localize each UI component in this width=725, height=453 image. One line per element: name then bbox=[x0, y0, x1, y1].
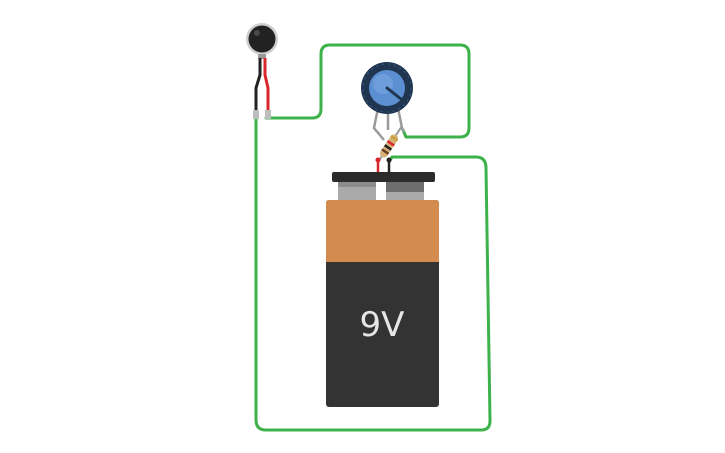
resistor-band-4 bbox=[390, 135, 399, 142]
battery-label: 9V bbox=[360, 305, 405, 345]
battery-top-band bbox=[326, 200, 439, 262]
battery-terminal-positive-shade bbox=[338, 182, 376, 187]
pot-pin-left bbox=[372, 107, 385, 141]
battery-cap bbox=[332, 172, 435, 182]
motor-pin-red bbox=[265, 110, 271, 119]
battery-lead-black-tip bbox=[386, 157, 392, 163]
battery-icon[interactable]: 9V bbox=[326, 172, 439, 407]
resistor-icon[interactable] bbox=[377, 125, 403, 163]
wire-motor-to-battery[interactable] bbox=[254, 116, 492, 432]
resistor-band-2 bbox=[384, 144, 393, 151]
pot-indicator bbox=[385, 86, 403, 101]
motor-highlight bbox=[254, 30, 260, 36]
motor-lead-red bbox=[263, 58, 270, 118]
battery-leads bbox=[375, 157, 392, 174]
battery-lead-red-tip bbox=[375, 157, 381, 163]
battery-terminal-negative-shade bbox=[386, 182, 424, 192]
motor-lead-black bbox=[254, 58, 262, 118]
motor-body bbox=[248, 25, 276, 53]
motor-pin-black bbox=[253, 110, 259, 119]
pot-pin-right bbox=[396, 107, 406, 133]
resistor-band-3 bbox=[386, 140, 395, 147]
motor-neck bbox=[258, 54, 266, 59]
pot-ring-ticks bbox=[362, 63, 412, 113]
wires bbox=[254, 43, 492, 432]
potentiometer-icon[interactable] bbox=[361, 62, 413, 141]
vibration-motor-icon[interactable] bbox=[246, 23, 278, 119]
resistor-band-1 bbox=[381, 148, 390, 155]
wire-motor-to-potentiometer[interactable] bbox=[264, 43, 471, 139]
